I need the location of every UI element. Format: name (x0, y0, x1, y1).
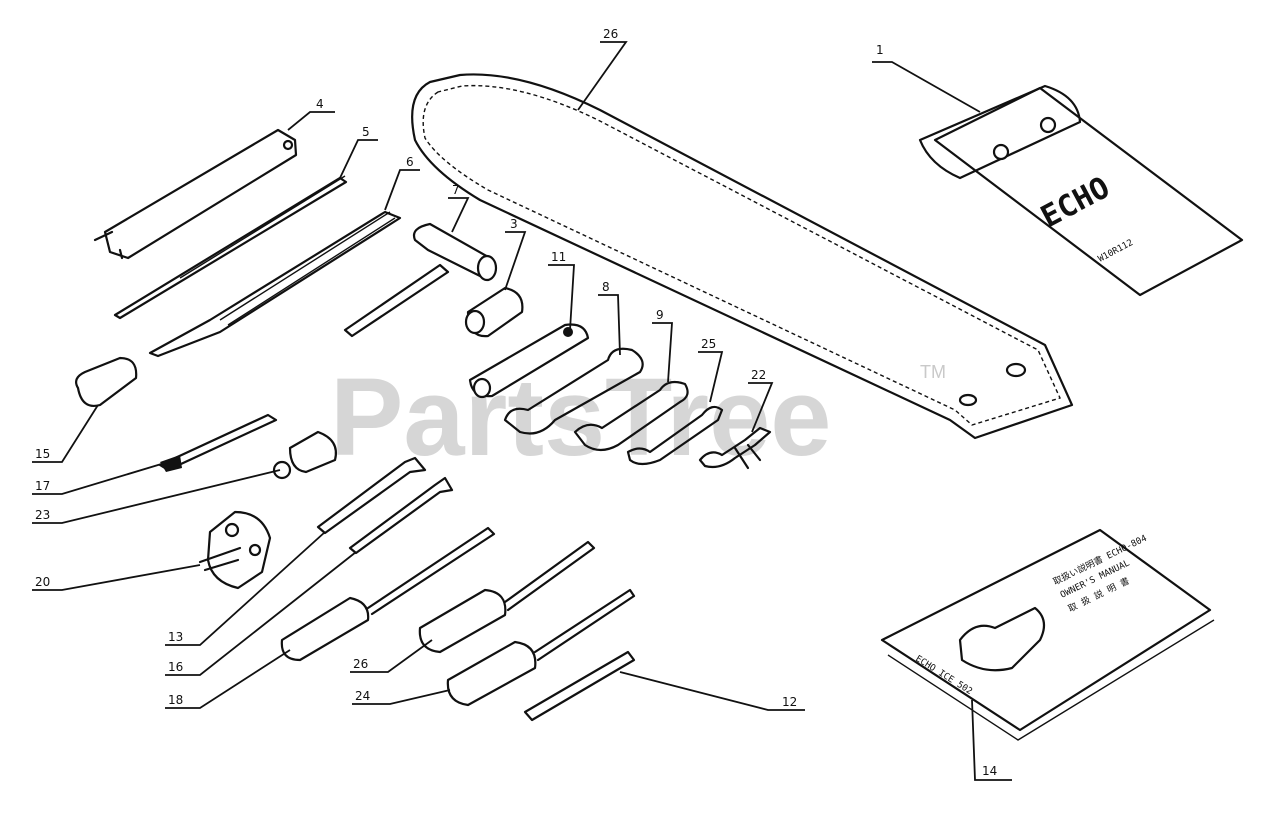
callout-label: 11 (551, 250, 566, 264)
callout-label: 1 (876, 43, 884, 57)
screwdriver-medium[interactable] (418, 540, 596, 654)
callout-12[interactable]: 12 (619, 671, 805, 711)
owners-manual[interactable]: 取扱い説明書 ECHO-804 OWNER'S MANUAL 取 扱 説 明 書… (880, 528, 1215, 741)
callout-14[interactable]: 14 (971, 699, 1012, 781)
open-wrench-large[interactable] (503, 347, 644, 435)
callout-label: 12 (782, 695, 797, 709)
callout-label: 8 (602, 280, 610, 294)
callout-25[interactable]: 25 (698, 337, 724, 403)
callout-7[interactable]: 7 (448, 183, 470, 233)
watermark-tm: TM (920, 362, 946, 382)
small-wrench[interactable] (626, 405, 724, 466)
callout-11[interactable]: 11 (548, 250, 575, 331)
pouch-code: W10R112 (1097, 238, 1135, 265)
callout-6[interactable]: 6 (384, 155, 420, 211)
box-wrench[interactable] (468, 323, 590, 399)
callout-1[interactable]: 1 (872, 43, 981, 113)
callout-label: 3 (510, 217, 518, 231)
callout-26-bottom[interactable]: 26 (350, 639, 433, 673)
callout-22[interactable]: 22 (748, 368, 774, 433)
gauge-tool[interactable] (158, 413, 278, 472)
callout-label: 16 (168, 660, 183, 674)
hex-key-small[interactable] (348, 476, 454, 555)
callout-label: 20 (35, 575, 50, 589)
callout-18[interactable]: 18 (165, 649, 291, 709)
callout-label: 6 (406, 155, 414, 169)
plug-wrench[interactable] (464, 286, 524, 338)
callout-17[interactable]: 17 (32, 461, 169, 495)
callout-5[interactable]: 5 (339, 125, 378, 179)
callout-15[interactable]: 15 (32, 404, 99, 463)
callout-label: 22 (751, 368, 766, 382)
pin-rod[interactable] (523, 650, 636, 722)
callout-label: 18 (168, 693, 183, 707)
callout-label: 15 (35, 447, 50, 461)
screwdriver-large[interactable] (280, 526, 496, 662)
pouch-brand: ECHO (1035, 170, 1115, 235)
callout-26-top[interactable]: 26 (577, 27, 628, 111)
flat-file[interactable] (148, 210, 402, 358)
callout-23[interactable]: 23 (32, 469, 281, 524)
open-wrench-medium[interactable] (573, 380, 689, 452)
callout-20[interactable]: 20 (32, 564, 201, 591)
callout-24[interactable]: 24 (352, 689, 451, 705)
callout-3[interactable]: 3 (504, 217, 527, 291)
callout-label: 13 (168, 630, 183, 644)
callout-label: 14 (982, 764, 997, 778)
bar-cover[interactable] (411, 73, 1074, 440)
callout-13[interactable]: 13 (165, 531, 326, 646)
flywheel-puller[interactable] (198, 510, 272, 590)
callout-label: 25 (701, 337, 716, 351)
callout-label: 26 (353, 657, 368, 671)
callout-8[interactable]: 8 (598, 280, 621, 356)
file-handle[interactable] (75, 356, 138, 407)
callout-label: 26 (603, 27, 618, 41)
callout-label: 23 (35, 508, 50, 522)
callout-4[interactable]: 4 (287, 97, 335, 131)
callout-label: 5 (362, 125, 370, 139)
callout-label: 9 (656, 308, 664, 322)
spanner-clip[interactable] (698, 426, 772, 470)
t-wrench[interactable] (343, 222, 498, 338)
callout-label: 7 (452, 183, 460, 197)
callout-label: 17 (35, 479, 50, 493)
screwdriver-small[interactable] (446, 588, 636, 707)
file-holder[interactable] (93, 128, 298, 260)
callout-16[interactable]: 16 (165, 551, 357, 676)
tool-pouch[interactable]: ECHO W10R112 (918, 84, 1244, 297)
grease-gun[interactable] (272, 430, 337, 480)
callout-label: 4 (316, 97, 324, 111)
callout-9[interactable]: 9 (652, 308, 673, 383)
callout-label: 24 (355, 689, 370, 703)
round-file[interactable] (113, 175, 348, 320)
